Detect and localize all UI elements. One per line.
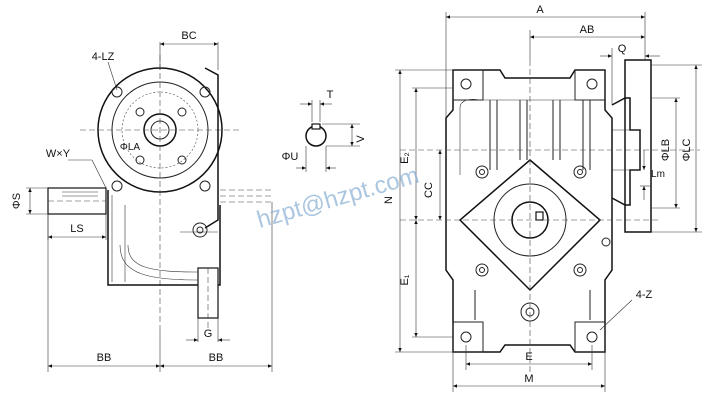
label-v: V xyxy=(355,135,367,143)
label-ls: LS xyxy=(70,223,83,235)
label-t: T xyxy=(327,89,334,101)
label-lm: Lm xyxy=(651,169,665,180)
label-bb-right: BB xyxy=(209,352,224,364)
label-lb: ΦLB xyxy=(660,139,672,161)
side-view xyxy=(26,42,273,372)
label-cc: CC xyxy=(423,182,435,198)
front-view xyxy=(395,12,702,392)
label-lc: ΦLC xyxy=(681,139,693,162)
label-wxy: W×Y xyxy=(46,148,71,160)
label-u: ΦU xyxy=(282,151,299,163)
label-m: M xyxy=(524,373,533,385)
label-s: ΦS xyxy=(11,193,23,209)
label-a: A xyxy=(536,4,544,16)
label-bb-left: BB xyxy=(97,352,112,364)
label-4-z: 4-Z xyxy=(636,289,653,301)
label-e: E xyxy=(525,351,532,363)
label-q: Q xyxy=(618,43,627,55)
watermark-text: hzpt@hzpt.com xyxy=(254,162,422,234)
label-n: N xyxy=(383,196,395,204)
label-bc: BC xyxy=(181,30,196,42)
label-ab: AB xyxy=(580,24,595,36)
keyway-detail xyxy=(296,100,360,172)
label-la: ΦLA xyxy=(120,142,141,153)
label-e1: E₁ xyxy=(399,274,411,285)
label-e2: E₂ xyxy=(399,152,411,164)
label-4-lz: 4-LZ xyxy=(92,51,115,63)
label-g: G xyxy=(204,328,213,340)
